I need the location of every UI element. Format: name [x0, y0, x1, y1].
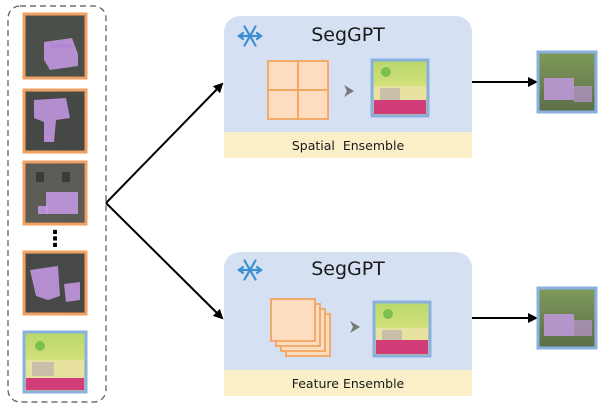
bottom-seggpt-panel	[224, 252, 472, 396]
chevron-right-icon	[350, 321, 360, 333]
feature-stack-icon	[270, 298, 331, 357]
bottom-panel-caption: Feature Ensemble	[291, 376, 405, 391]
query-thumbnail-nursery	[22, 330, 88, 394]
spatial-grid-icon	[267, 60, 329, 120]
bottom-result-image	[536, 286, 598, 350]
bottom-panel-title: SegGPT	[311, 258, 385, 280]
prompt-thumbnail-furniture	[22, 250, 88, 316]
top-seggpt-panel	[224, 16, 472, 158]
top-output-image	[370, 58, 430, 118]
bottom-output-image	[372, 300, 432, 358]
branch-arrow-bottom	[105, 202, 224, 320]
prompt-ellipsis: ⋮	[44, 227, 66, 252]
prompt-thumbnail-chair	[22, 88, 88, 154]
top-result-image	[536, 50, 598, 114]
snowflake-icon	[237, 25, 263, 47]
prompt-column-frame	[7, 5, 107, 403]
prompt-thumbnail-cabinet	[22, 160, 88, 226]
branch-arrow-top	[105, 82, 224, 204]
prompt-thumbnail-crib	[22, 12, 88, 80]
snowflake-icon	[237, 259, 263, 281]
chevron-right-icon	[344, 85, 354, 97]
top-panel-caption: Spatial Ensemble	[291, 138, 405, 153]
top-panel-title: SegGPT	[311, 24, 385, 46]
